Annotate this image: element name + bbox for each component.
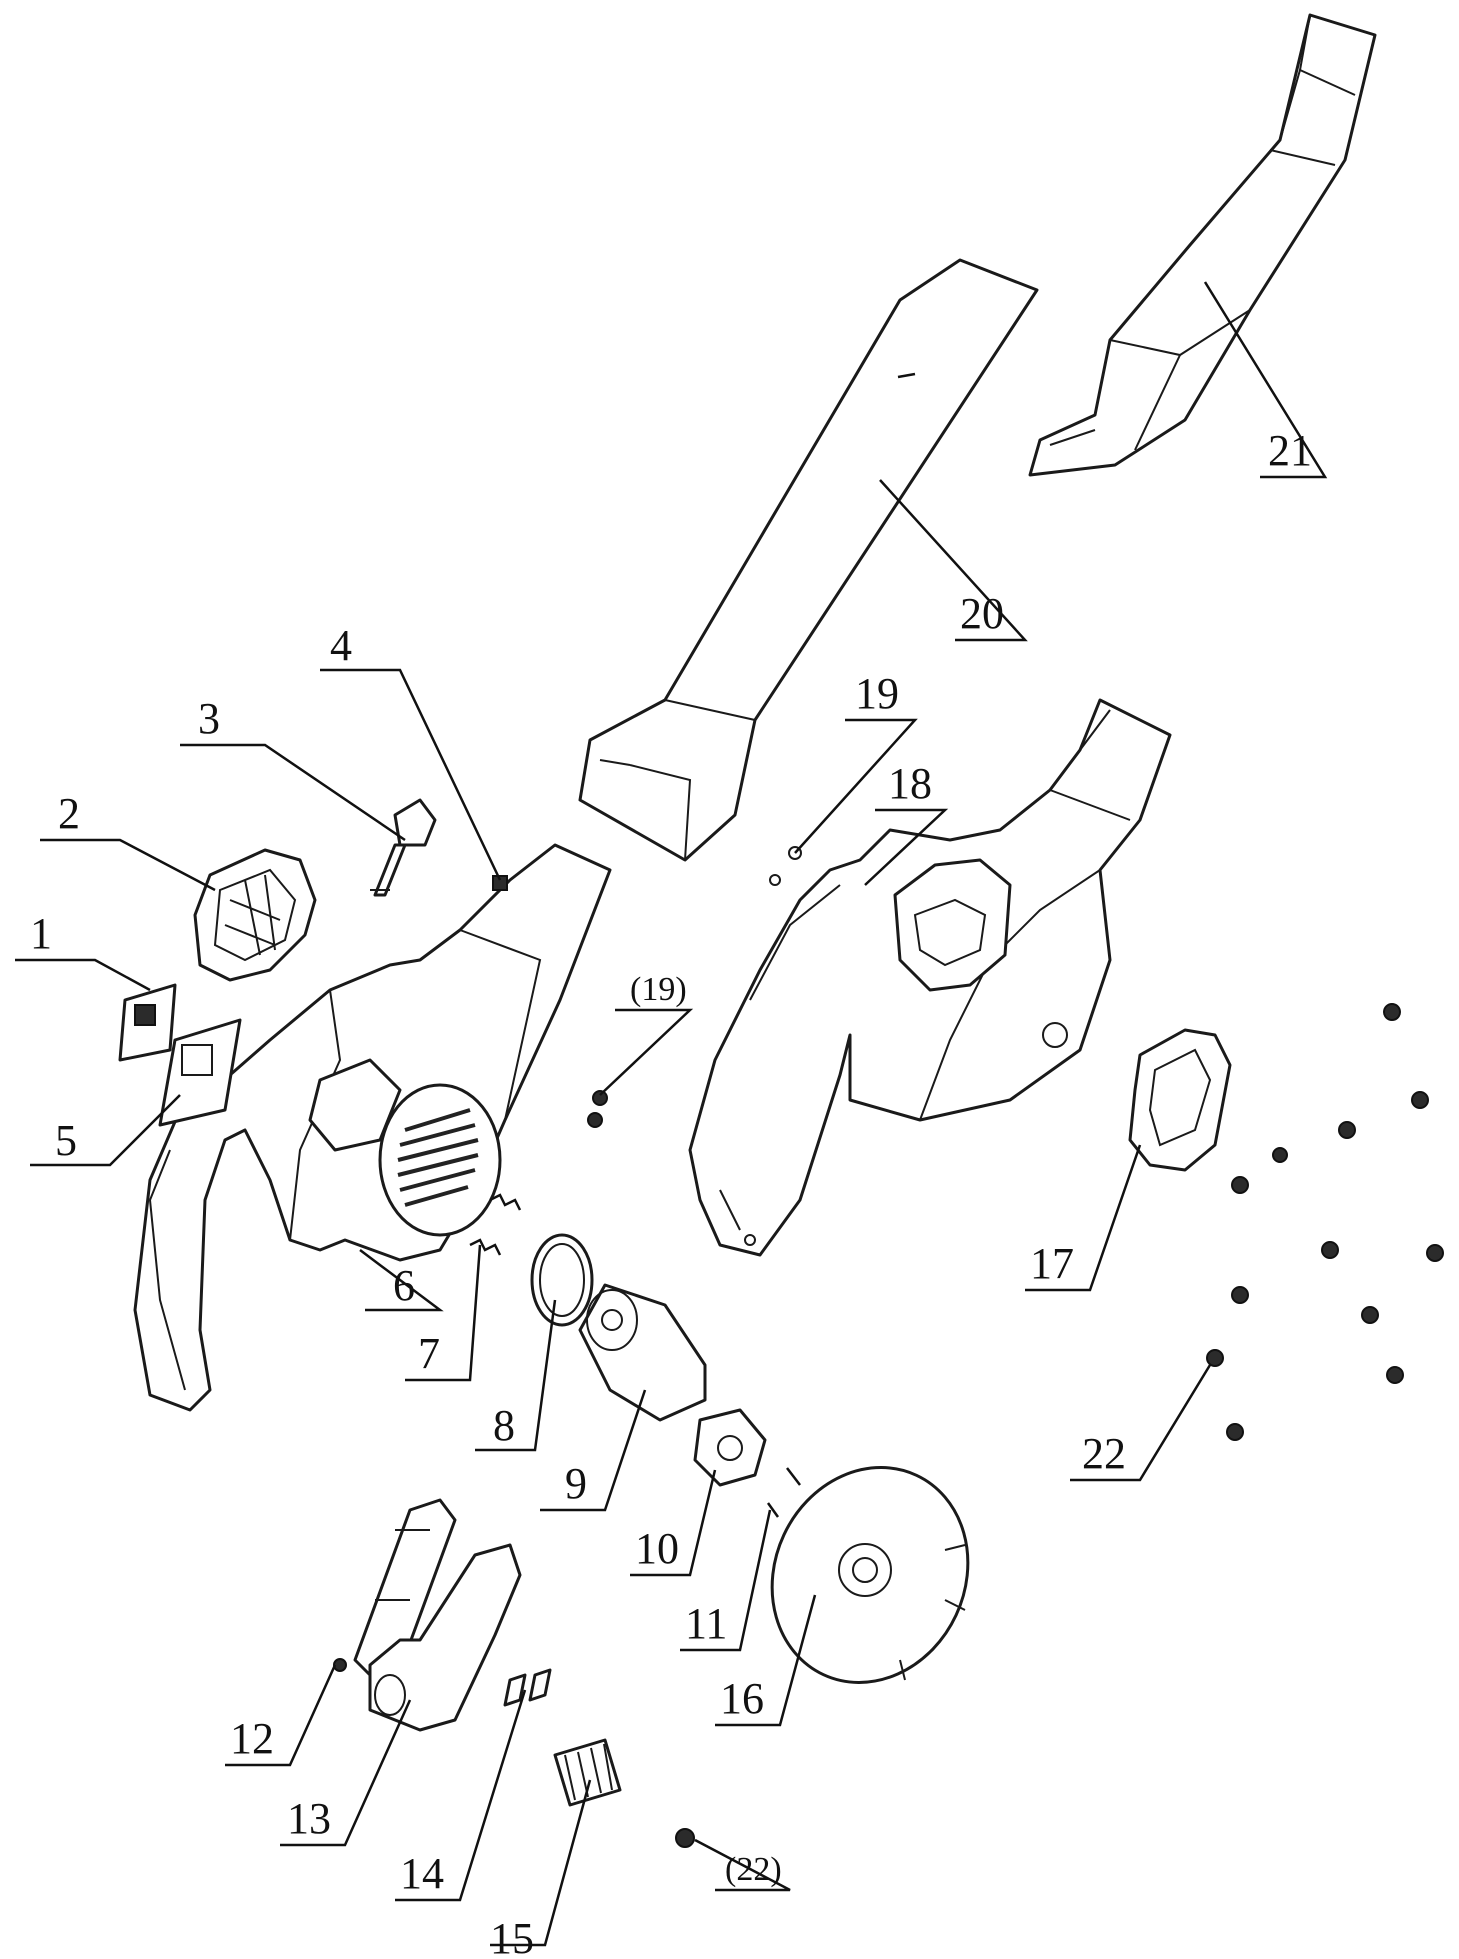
label-10: 10	[635, 1524, 679, 1573]
part-8-ring	[530, 1233, 594, 1327]
label-16: 16	[720, 1674, 764, 1723]
label-20: 20	[960, 589, 1004, 638]
part-15-terminal-block	[553, 1738, 622, 1807]
label-13: 13	[287, 1794, 331, 1843]
label-14: 14	[400, 1849, 444, 1898]
part-6-housing-left	[133, 843, 612, 1412]
part-3-lever	[370, 798, 437, 897]
label-19: 19	[855, 669, 899, 718]
label-22: 22	[1082, 1429, 1126, 1478]
part-5-switch-plate	[158, 1018, 242, 1127]
label-21: 21	[1268, 426, 1312, 475]
label-15: 15	[490, 1914, 534, 1959]
part-10-mount-plate	[693, 1408, 767, 1487]
part-16-fan	[770, 1466, 970, 1684]
label-19-ref: (19)	[630, 971, 687, 1008]
part-9-motor	[578, 1283, 707, 1422]
label-1: 1	[30, 909, 52, 958]
part-21-nozzle	[1028, 13, 1377, 477]
label-5: 5	[55, 1116, 77, 1165]
label-9: 9	[565, 1459, 587, 1508]
part-13-battery-housing	[368, 1543, 522, 1732]
part-4-block	[492, 875, 508, 891]
label-7: 7	[418, 1329, 440, 1378]
label-11: 11	[685, 1599, 727, 1648]
label-17: 17	[1030, 1239, 1074, 1288]
part-17-vent-cap	[1128, 1028, 1232, 1172]
part-7-springs	[469, 1193, 522, 1256]
label-22-ref: (22)	[725, 1851, 782, 1888]
part-14-contacts	[503, 1668, 552, 1707]
part-1-switch-button	[118, 983, 177, 1062]
part-18-housing-right	[688, 698, 1172, 1257]
label-3: 3	[198, 694, 220, 743]
part-19-screws	[587, 846, 802, 1128]
callout-leaders	[15, 281, 1328, 1947]
callout-labels: 1 2 3 4 5 6 7 8 9 10 11 12 13 14 15 16 1…	[30, 426, 1312, 1959]
label-8: 8	[493, 1401, 515, 1450]
label-4: 4	[330, 621, 352, 670]
part-11-screws	[766, 1467, 801, 1518]
part-2-filter-cover	[193, 848, 317, 982]
label-6: 6	[393, 1261, 415, 1310]
label-12: 12	[230, 1714, 274, 1763]
label-2: 2	[58, 789, 80, 838]
label-18: 18	[888, 759, 932, 808]
part-20-tube	[578, 258, 1039, 862]
part-22-screws	[675, 1003, 1444, 1848]
